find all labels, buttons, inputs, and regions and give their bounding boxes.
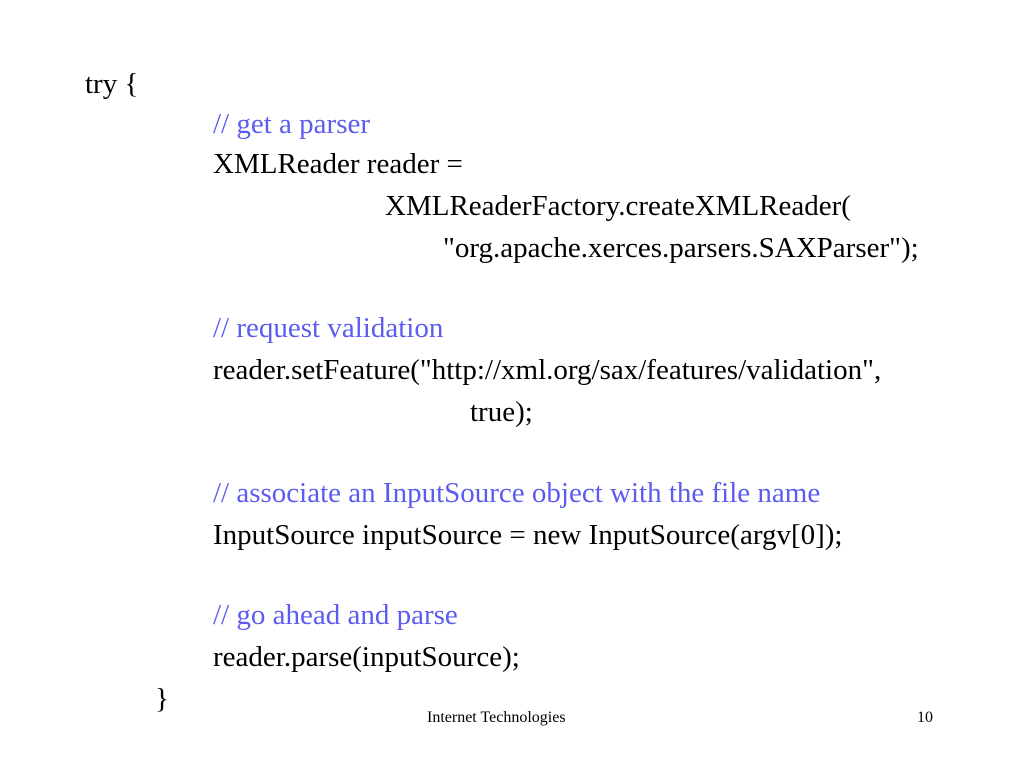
code-line-closing-brace: } <box>155 683 169 715</box>
code-line-true-arg: true); <box>470 396 533 428</box>
comment-go-ahead-parse: // go ahead and parse <box>213 599 458 631</box>
code-line-inputsource-decl: InputSource inputSource = new InputSourc… <box>213 519 843 551</box>
comment-associate-inputsource: // associate an InputSource object with … <box>213 477 821 509</box>
comment-get-parser: // get a parser <box>213 108 371 140</box>
footer-title: Internet Technologies <box>427 709 566 726</box>
comment-request-validation: // request validation <box>213 312 444 344</box>
code-line-parser-class: "org.apache.xerces.parsers.SAXParser"); <box>443 232 919 264</box>
code-line-reader-decl: XMLReader reader = <box>213 148 463 180</box>
code-line-parse-call: reader.parse(inputSource); <box>213 641 520 673</box>
footer-page-number: 10 <box>917 709 933 726</box>
code-line-factory-call: XMLReaderFactory.createXMLReader( <box>385 190 851 222</box>
code-line-set-feature: reader.setFeature("http://xml.org/sax/fe… <box>213 354 882 386</box>
code-line-try: try { <box>85 68 139 100</box>
